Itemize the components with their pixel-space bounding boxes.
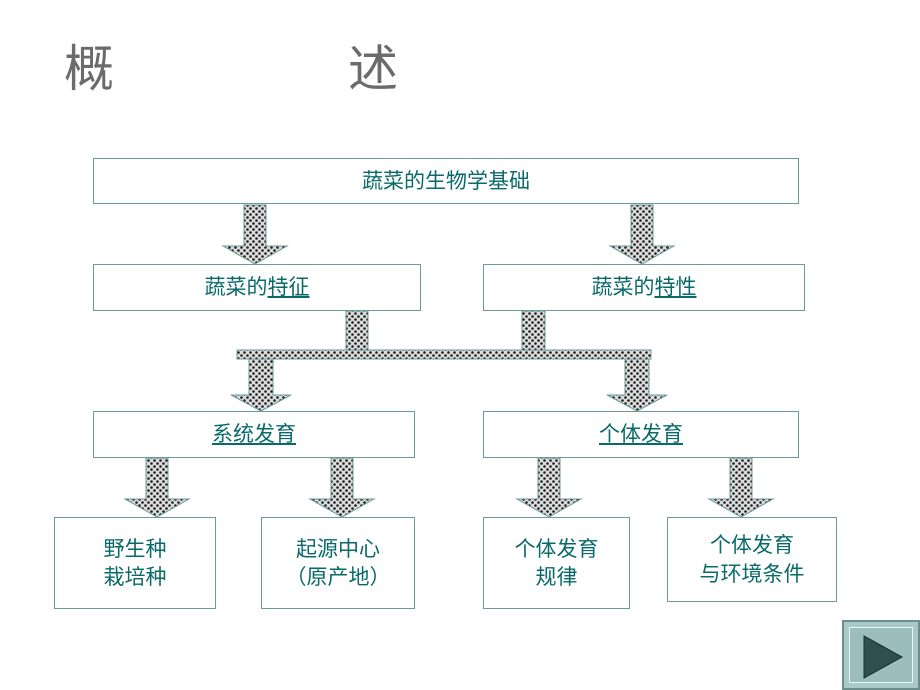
connector-bar [236,349,652,360]
leaf-line2: 规律 [535,565,578,589]
leaf-line1: 起源中心 [296,536,380,561]
features-link[interactable]: 特征 [267,275,310,300]
properties-link[interactable]: 特性 [654,275,697,300]
root-label: 蔬菜的生物学基础 [362,168,530,193]
down-arrow [123,457,191,518]
leaf-line2: 栽培种 [103,565,167,589]
down-arrow [308,457,376,518]
down-arrow [608,204,676,265]
leaf-box-wild-cultivated: 野生种 栽培种 [54,517,216,609]
connector-stem [345,310,369,351]
down-arrow [606,358,668,412]
level2-box-properties: 蔬菜的特性 [483,264,805,311]
down-arrow [230,358,292,412]
down-arrow [221,204,289,265]
play-next-icon [863,635,904,679]
level3-box-phylogeny: 系统发育 [93,411,415,458]
leaf-line1: 野生种 [103,536,167,561]
level2-prefix: 蔬菜的 [591,275,655,300]
down-arrow [515,457,583,518]
leaf-line2: 与环境条件 [699,561,805,586]
root-box: 蔬菜的生物学基础 [93,158,799,204]
leaf-box-ontogeny-environment: 个体发育 与环境条件 [667,517,837,602]
leaf-line2: （原产地） [285,565,391,589]
down-arrow [707,457,775,518]
leaf-box-origin-center: 起源中心 （原产地） [261,517,415,609]
level2-prefix: 蔬菜的 [204,275,268,300]
level3-box-ontogeny: 个体发育 [483,411,799,458]
next-slide-button-face [849,627,913,683]
level2-box-features: 蔬菜的特征 [93,264,421,311]
connector-stem [521,310,546,351]
leaf-line1: 个体发育 [514,536,599,561]
title-left-char: 概 [64,40,114,98]
ontogeny-link[interactable]: 个体发育 [599,422,683,447]
next-slide-button[interactable] [842,620,920,690]
leaf-box-ontogeny-rules: 个体发育 规律 [483,517,630,609]
title-right-char: 述 [348,40,398,98]
leaf-line1: 个体发育 [710,533,794,558]
phylogeny-link[interactable]: 系统发育 [212,422,296,447]
